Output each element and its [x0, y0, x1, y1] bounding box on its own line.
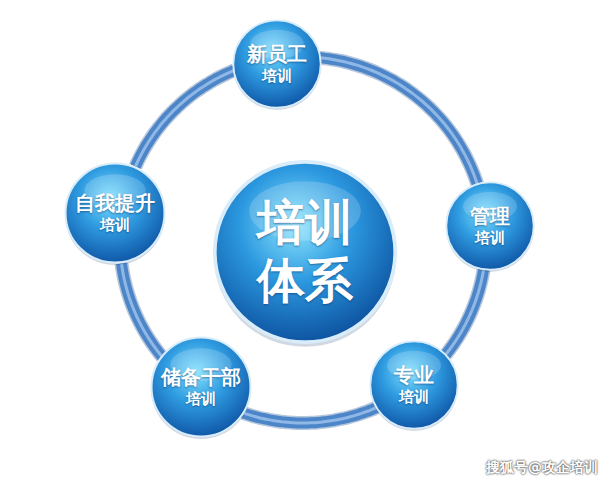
circle-fill: [215, 162, 395, 342]
ring-connector: [122, 263, 163, 356]
center-title: 培训 体系: [255, 194, 356, 309]
center-circle: 培训 体系: [212, 159, 398, 345]
text-stack: 自我提升培训: [75, 190, 155, 236]
topic-circle: 专业培训: [369, 340, 459, 430]
topic-title: 管理: [470, 203, 510, 229]
circle-fill: [151, 337, 250, 436]
topic-title: 储备干部: [161, 364, 241, 390]
text-stack: 储备干部培训: [161, 364, 241, 410]
ring-shadow: [243, 407, 377, 423]
ring-connector: [135, 70, 234, 166]
ring-highlight: [445, 270, 483, 356]
text-stack: 新员工培训: [247, 41, 307, 87]
topic-subtitle: 培训: [399, 388, 429, 408]
ring-highlight: [122, 263, 163, 356]
ring-highlight: [243, 407, 377, 423]
ring-shadow: [445, 270, 483, 356]
text-stack: 管理培训: [470, 203, 510, 249]
topic-title: 专业: [394, 362, 434, 388]
circle-fill: [65, 163, 164, 262]
topic-subtitle: 培训: [186, 390, 216, 410]
topic-circle: 储备干部培训: [150, 336, 252, 438]
ring-shadow: [320, 58, 478, 184]
topic-subtitle: 培训: [100, 216, 130, 236]
circle-fill: [233, 20, 320, 107]
ring-highlight: [320, 58, 478, 184]
topic-subtitle: 培训: [262, 67, 292, 87]
ring-connector: [445, 270, 483, 356]
topic-circle: 管理培训: [445, 181, 535, 271]
circle-fill: [446, 182, 533, 269]
topic-title: 新员工: [247, 41, 307, 67]
watermark: 搜狐号@攻企培训: [486, 459, 598, 477]
topic-subtitle: 培训: [475, 229, 505, 249]
ring-connector: [320, 58, 478, 184]
ring-shadow: [122, 263, 163, 356]
circle-fill: [370, 341, 457, 428]
text-stack: 培训 体系: [255, 194, 356, 309]
text-stack: 专业培训: [394, 362, 434, 408]
topic-title: 自我提升: [75, 190, 155, 216]
ring-highlight: [135, 70, 234, 166]
topic-circle: 自我提升培训: [64, 162, 166, 264]
topic-circle: 新员工培训: [232, 19, 322, 109]
ring-connector: [243, 407, 377, 423]
ring-shadow: [135, 70, 234, 166]
